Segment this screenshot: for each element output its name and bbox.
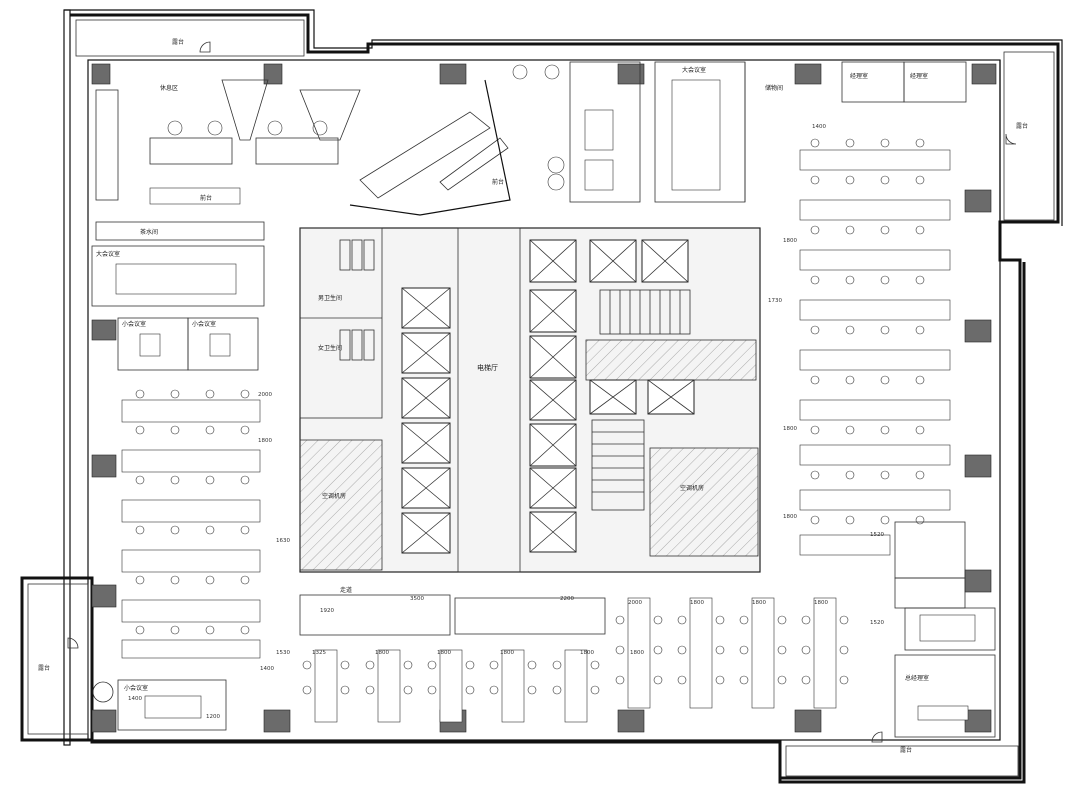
storage-label: 储物间 — [765, 84, 783, 92]
elevator-hall-label: 电梯厅 — [477, 363, 498, 372]
door-swing-icon — [67, 41, 1017, 743]
dim-17: 1800 — [375, 650, 389, 656]
lounge-label: 休息区 — [160, 84, 178, 92]
meeting-top-label: 大会议室 — [682, 66, 706, 74]
balcony-bottom-right-label: 露台 — [900, 746, 912, 754]
corridor-area: 走道 — [299, 586, 606, 636]
balconies: 露台 露台 露台 露台 — [27, 19, 1055, 777]
meeting-small-1-label: 小会议室 — [122, 320, 146, 328]
dim-24: 1800 — [258, 438, 272, 444]
dim-19: 1800 — [500, 650, 514, 656]
dim-21: 1530 — [276, 650, 290, 656]
dim-9: 1800 — [690, 600, 704, 606]
office-right-2-label: 经理室 — [910, 72, 928, 80]
dim-27: 1200 — [206, 714, 220, 720]
dim-6: 1520 — [870, 532, 884, 538]
dimensions: 1400 1800 1730 1800 1800 1520 1520 2000 … — [128, 124, 884, 720]
workstations-right — [799, 138, 951, 556]
balcony-left-label: 露台 — [38, 664, 50, 672]
balcony-top-left-label: 露台 — [172, 38, 184, 46]
dim-4: 1800 — [783, 426, 797, 432]
machine-room-right-label: 空调机房 — [680, 484, 704, 492]
dim-18: 1800 — [437, 650, 451, 656]
dim-3: 1730 — [768, 298, 782, 304]
restroom-f-label: 女卫生间 — [318, 344, 342, 352]
workstations-bottom — [302, 597, 849, 723]
dim-25: 2000 — [258, 392, 272, 398]
front-desk-label: 前台 — [492, 178, 504, 186]
dim-8: 2000 — [628, 600, 642, 606]
corridor-label: 走道 — [340, 586, 352, 594]
front-desk-area: 前台 — [349, 79, 511, 216]
balcony-right-label: 露台 — [1016, 122, 1028, 130]
dim-20: 1800 — [630, 650, 644, 656]
machine-room-left-label: 空调机房 — [322, 492, 346, 500]
dim-12: 1800 — [580, 650, 594, 656]
elevators-right — [529, 239, 695, 553]
dim-11: 1800 — [814, 600, 828, 606]
dim-2: 1800 — [783, 238, 797, 244]
office-gm-label: 总经理室 — [905, 674, 929, 682]
dim-15: 1920 — [320, 608, 334, 614]
stairs — [591, 289, 691, 511]
lounge-area: 休息区 前台 — [95, 79, 361, 205]
office-right-1-label: 经理室 — [850, 72, 868, 80]
dim-10: 1800 — [752, 600, 766, 606]
elevators-left — [401, 287, 451, 554]
dim-7: 1520 — [870, 620, 884, 626]
dim-23: 1630 — [276, 538, 290, 544]
core: 电梯厅 男卫生间 女卫生间 空调机房 空调机房 — [299, 227, 761, 573]
dim-26: 1400 — [128, 696, 142, 702]
meeting-main-area: 大会议室 茶水间 小会议室 小会议室 — [91, 221, 265, 371]
tea-room-label: 茶水间 — [140, 228, 158, 236]
dim-1: 1400 — [812, 124, 826, 130]
dim-14: 3500 — [410, 596, 424, 602]
meeting-main-label: 大会议室 — [96, 250, 120, 258]
meeting-bottom-area: 小会议室 — [92, 679, 227, 731]
outer-walls — [20, 9, 1063, 784]
dim-22: 1400 — [260, 666, 274, 672]
dim-16: 1325 — [312, 650, 326, 656]
workstations-left — [121, 389, 261, 659]
meeting-bottom-label: 小会议室 — [124, 684, 148, 692]
meeting-top-area: 大会议室 储物间 经理室 经理室 — [512, 61, 967, 203]
right-rooms: 总经理室 — [894, 521, 996, 738]
dim-13: 2200 — [560, 596, 574, 602]
dim-5: 1800 — [783, 514, 797, 520]
meeting-small-2-label: 小会议室 — [192, 320, 216, 328]
reception-label: 前台 — [200, 194, 212, 202]
restroom-m-label: 男卫生间 — [318, 294, 342, 302]
